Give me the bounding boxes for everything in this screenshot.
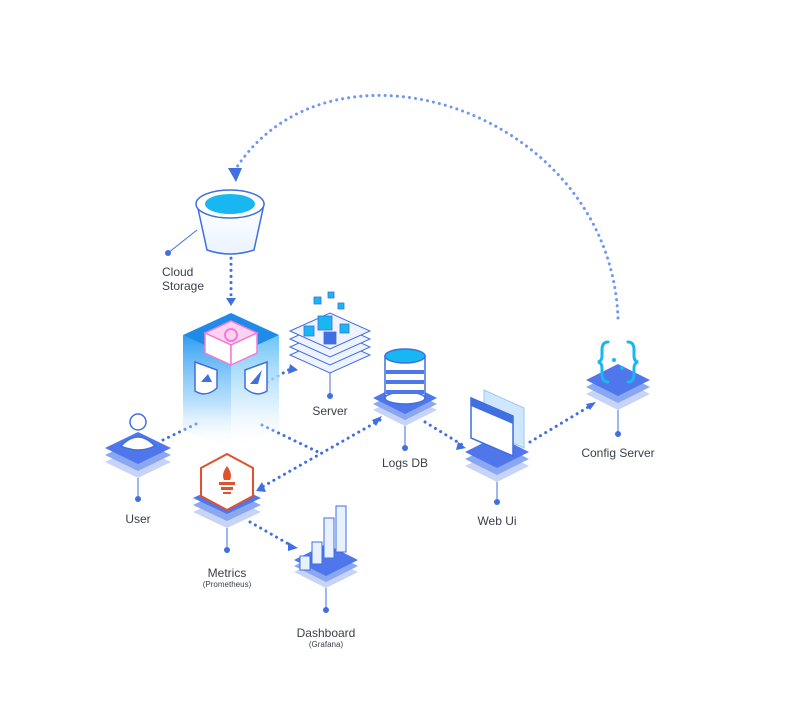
web-ui-label: Web Ui	[477, 514, 517, 528]
shield-right-glyph	[250, 370, 262, 384]
cloud-storage-label-line2: Storage	[162, 279, 205, 293]
db-cylinder-top	[384, 348, 426, 364]
server-layer-4	[288, 312, 372, 350]
config-server-label: Config Server	[581, 446, 655, 460]
arrow-into-server	[288, 364, 298, 374]
arrow-heads	[226, 168, 596, 551]
user-pointer-dot	[135, 496, 141, 502]
server-pointer-dot	[327, 393, 333, 399]
arrow-into-metrics	[256, 482, 266, 492]
user-head-icon	[129, 413, 147, 431]
logsdb-pointer-dot	[402, 445, 408, 451]
user-label: User	[125, 512, 151, 526]
dashboard-pointer-dot	[323, 607, 329, 613]
dashboard-label: Dashboard	[296, 626, 356, 640]
server-cubes-icon	[303, 291, 350, 345]
link-user-to-block	[161, 420, 202, 442]
config-server-node[interactable]	[586, 340, 650, 437]
arrow-into-storage	[228, 168, 242, 182]
curly-braces-icon	[597, 340, 639, 384]
shield-left-glyph	[201, 374, 212, 382]
cloud-storage-node[interactable]	[165, 189, 265, 256]
link-logsdb-to-metrics	[260, 418, 382, 489]
prometheus-torch-icon	[219, 466, 235, 494]
brace-dot-left	[612, 358, 616, 362]
link-metrics-to-dashboard	[248, 520, 294, 548]
bucket-liquid	[205, 194, 255, 214]
cloud-storage-label: Cloud Storage	[162, 265, 204, 293]
pink-gear-icon	[224, 328, 238, 342]
browser-titlebar	[471, 398, 513, 424]
metrics-sublabel: (Prometheus)	[202, 580, 252, 589]
link-logsdb-to-webui	[423, 420, 466, 448]
metrics-pointer-dot	[224, 547, 230, 553]
webui-pointer-dot	[494, 499, 500, 505]
web-ui-node[interactable]	[465, 389, 529, 505]
arrow-into-dashboard	[288, 542, 298, 551]
storage-pointer-dot	[165, 250, 171, 256]
logs-db-label: Logs DB	[381, 456, 429, 470]
arrow-into-config	[586, 402, 596, 410]
brace-dot-right	[620, 366, 624, 370]
config-pointer-dot	[615, 431, 621, 437]
dashboard-node[interactable]	[294, 505, 358, 613]
arc-config-to-storage	[233, 93, 620, 320]
link-webui-to-config	[528, 404, 592, 444]
arrow-into-block-top	[226, 298, 236, 306]
server-label: Server	[312, 404, 348, 418]
compute-block-node[interactable]	[183, 313, 279, 450]
storage-pointer-line	[167, 229, 198, 254]
user-body-icon	[119, 436, 157, 451]
arrow-into-logsdb	[372, 416, 382, 426]
pink-cube-right	[230, 331, 258, 367]
cloud-storage-label-line1: Cloud	[162, 265, 194, 279]
link-block-to-logsdb	[260, 423, 320, 454]
metrics-node[interactable]	[193, 452, 261, 553]
logs-db-node[interactable]	[373, 348, 437, 451]
arrow-into-webui	[456, 442, 466, 450]
user-node[interactable]	[105, 413, 171, 502]
dashboard-sublabel: (Grafana)	[308, 640, 344, 649]
metrics-label: Metrics	[207, 566, 247, 580]
bar-chart-icon	[299, 505, 347, 571]
server-node[interactable]	[288, 291, 372, 399]
